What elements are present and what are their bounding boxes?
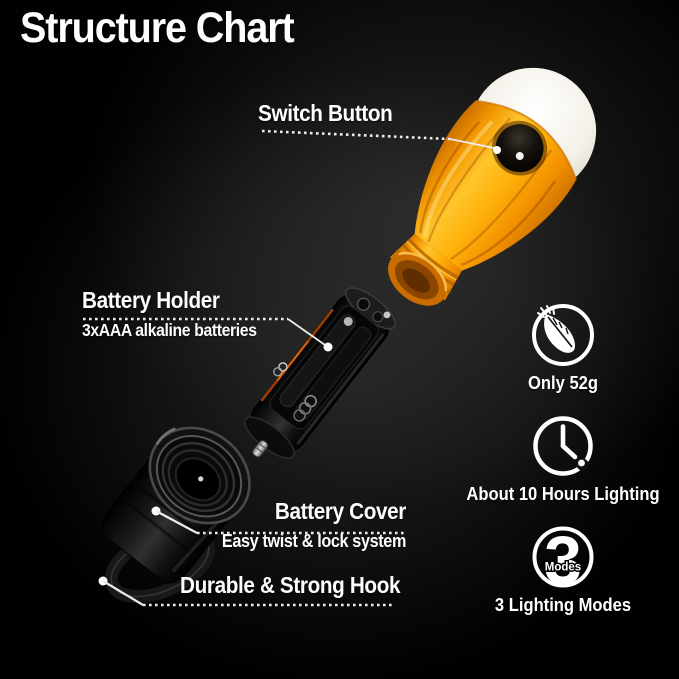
feature-label-modes: 3 Lighting Modes: [494, 595, 632, 615]
battery-cover-label: Battery Cover: [274, 498, 406, 524]
callout-dot: [323, 342, 333, 352]
feature-item-weight: Only 52g: [463, 301, 663, 394]
holder-spring: [304, 394, 317, 408]
cover-opening: [148, 426, 251, 525]
battery-cover-description: Easy twist & lock system: [221, 531, 406, 551]
battery-cover-leader: [151, 506, 406, 535]
clock-icon: [533, 416, 593, 476]
feature-item-modes: 3 Modes 3 Lighting Modes: [463, 523, 663, 616]
battery-holder-description: 3xAAA alkaline batteries: [82, 320, 257, 340]
holder-pin: [252, 440, 269, 458]
modes-badge-number: 3: [544, 523, 582, 591]
feather-icon: [532, 304, 594, 366]
hook-label: Durable & Strong Hook: [180, 572, 401, 598]
switch-button: [495, 124, 544, 173]
battery-holder-leader: [83, 317, 333, 352]
switch-button-leader: [261, 129, 501, 154]
hook-leader: [98, 576, 394, 607]
feature-item-hours: About 10 Hours Lighting: [463, 412, 663, 505]
page-title: Structure Chart: [20, 4, 295, 52]
battery-cover-image: [101, 426, 251, 603]
modes-badge-word: Modes: [545, 562, 581, 574]
bulb-image: [388, 67, 597, 306]
three-modes-icon: 3 Modes: [532, 523, 594, 591]
callout-dot: [493, 146, 501, 154]
battery-holder-image: [244, 287, 396, 459]
feature-label-weight: Only 52g: [528, 373, 598, 393]
battery-holder-label: Battery Holder: [82, 287, 220, 313]
switch-button-highlight: [515, 151, 524, 160]
feature-label-hours: About 10 Hours Lighting: [466, 484, 660, 504]
switch-button-label: Switch Button: [258, 100, 393, 126]
